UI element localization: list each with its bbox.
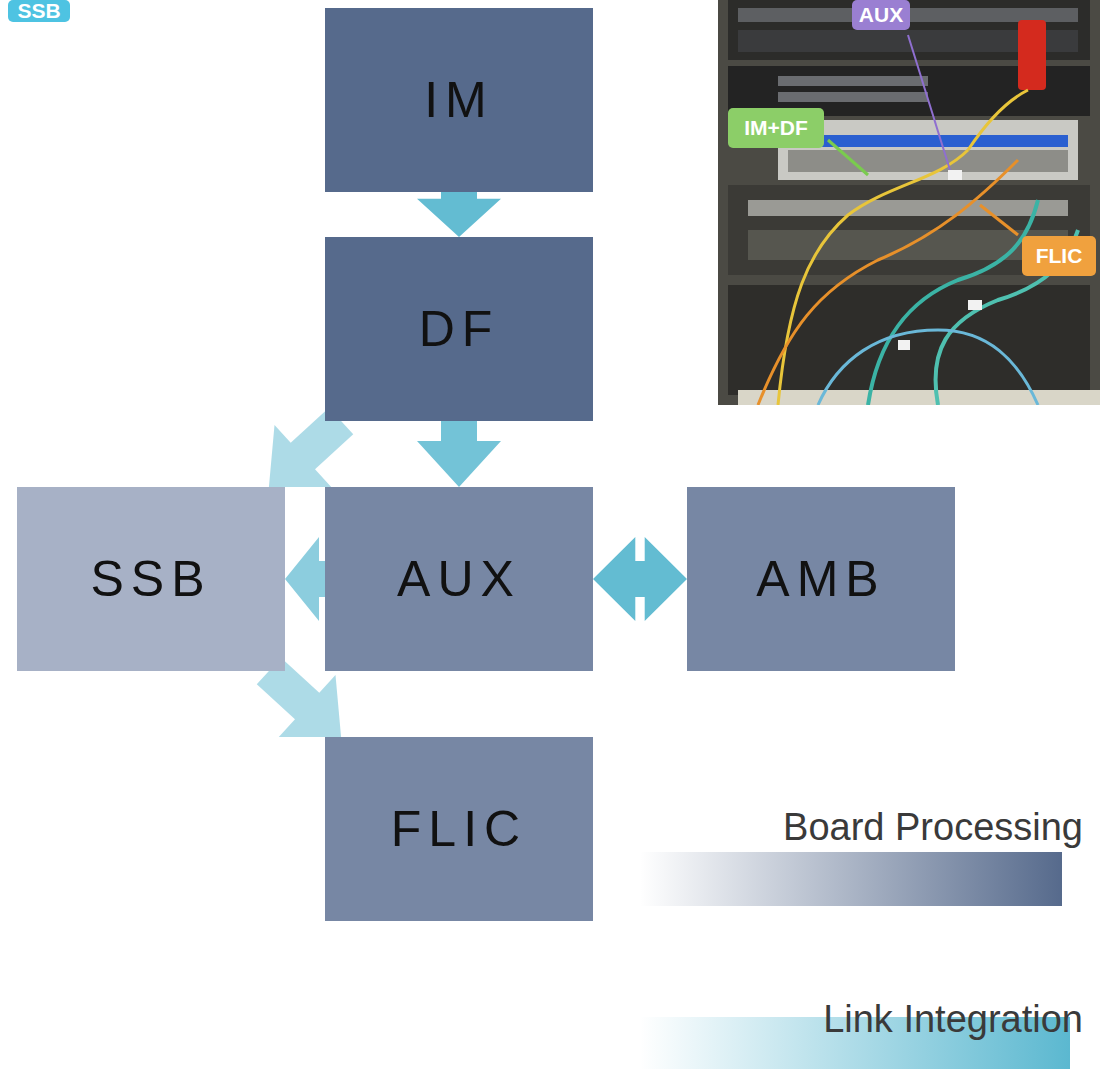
rack-unit <box>748 200 1068 216</box>
board-name: AUX <box>397 550 521 608</box>
red-device <box>1018 20 1046 90</box>
legend-label: Link Integration <box>823 998 1083 1041</box>
floor <box>738 390 1100 405</box>
link-arrow <box>417 192 501 237</box>
connector <box>968 300 982 310</box>
connector <box>948 170 962 180</box>
fiber-cable <box>758 160 1018 405</box>
link-arrow <box>593 537 687 621</box>
fiber-cable <box>818 330 1038 405</box>
photo-badge: AUX <box>852 0 910 30</box>
photo-label: AUX <box>853 3 909 27</box>
pointer-arrow <box>908 35 950 170</box>
photo-label: FLIC <box>1030 244 1089 268</box>
fiber-cable <box>968 90 1028 150</box>
rack-photo <box>718 0 1100 405</box>
pointer-arrow <box>828 140 868 175</box>
board-name: IM <box>424 71 494 129</box>
crate <box>788 150 1068 172</box>
board-box: SSB <box>17 487 285 671</box>
legend-gradient-bar <box>640 852 1062 906</box>
board-box: IM <box>325 8 593 192</box>
photo-label: IM+DF <box>738 116 814 140</box>
connector <box>898 340 910 350</box>
photo-badge: FLIC <box>1022 236 1096 276</box>
rack-unit <box>778 92 928 102</box>
legend-label: Board Processing <box>783 806 1083 849</box>
board-name: FLIC <box>391 800 527 858</box>
rack-frame <box>718 0 1100 405</box>
photo-badge: IM+DF <box>728 108 824 148</box>
board-box: AUX <box>325 487 593 671</box>
rack-unit <box>778 76 928 86</box>
photo-badge: SSB <box>8 0 70 22</box>
board-box: DF <box>325 237 593 421</box>
photo-label: SSB <box>11 0 66 23</box>
fiber-cable <box>778 150 968 405</box>
rack-unit <box>728 185 1090 275</box>
board-name: AMB <box>756 550 885 608</box>
pointer-arrow <box>980 205 1018 235</box>
board-box: FLIC <box>325 737 593 921</box>
fiber-cable <box>868 200 1038 405</box>
board-name: SSB <box>90 550 211 608</box>
link-arrow <box>285 537 325 621</box>
board-name: DF <box>419 300 500 358</box>
board-box: AMB <box>687 487 955 671</box>
link-arrow <box>417 421 501 487</box>
